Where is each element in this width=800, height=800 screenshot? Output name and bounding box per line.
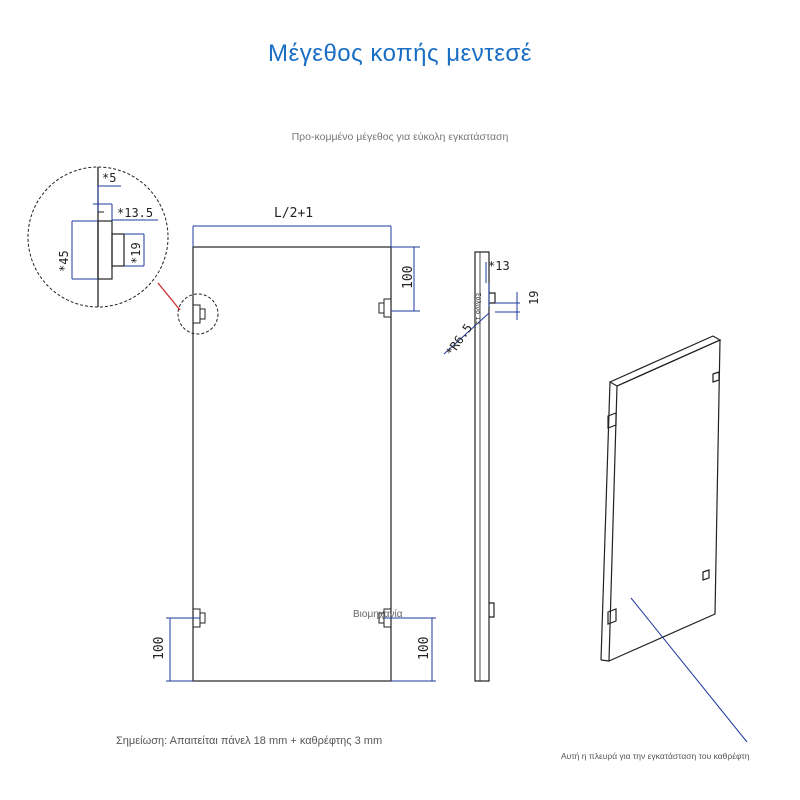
side-view bbox=[474, 251, 496, 682]
note-text: Σημείωση: Απαιτείται πάνελ 18 mm + καθρέ… bbox=[116, 735, 383, 747]
detail-a-label: *5 bbox=[102, 171, 116, 185]
detail-b-label: *13.5 bbox=[117, 206, 153, 220]
page-title: Μέγεθος κοπής μεντεσέ bbox=[268, 40, 532, 67]
width-label: L/2+1 bbox=[274, 206, 313, 221]
side-a-label: *13 bbox=[488, 259, 510, 273]
side-dimensions bbox=[443, 262, 520, 355]
top-offset-label: 100 bbox=[401, 266, 416, 289]
width-dimension bbox=[192, 225, 392, 247]
side-b-label: 19 bbox=[527, 291, 541, 305]
bottom-left-dimension bbox=[166, 617, 200, 682]
mirror-side-caption: Αυτή η πλευρά για την εγκατάσταση του κα… bbox=[561, 751, 750, 761]
panel-3d bbox=[600, 335, 722, 662]
detail-c-label: *45 bbox=[57, 250, 71, 272]
side-c-label: *R6.5 bbox=[443, 321, 475, 359]
front-panel bbox=[192, 246, 392, 682]
detail-callout bbox=[27, 166, 219, 335]
page-subtitle: Προ-κομμένο μέγεθος για εύκολη εγκατάστα… bbox=[291, 131, 509, 143]
bottom-right-label: 100 bbox=[417, 637, 432, 660]
watermark: Βιομηχανία bbox=[353, 609, 403, 620]
side-small-label: ξύλινο 13 bbox=[474, 293, 482, 324]
mirror-side-leader bbox=[630, 597, 748, 743]
bottom-left-label: 100 bbox=[152, 637, 167, 660]
detail-d-label: *19 bbox=[129, 242, 143, 264]
hinge-notch-top-left bbox=[192, 304, 206, 324]
detail-leader bbox=[157, 282, 181, 311]
top-offset-dimension bbox=[391, 246, 420, 312]
bottom-right-dimension bbox=[384, 617, 436, 682]
hinge-notch-top-right bbox=[378, 298, 392, 318]
